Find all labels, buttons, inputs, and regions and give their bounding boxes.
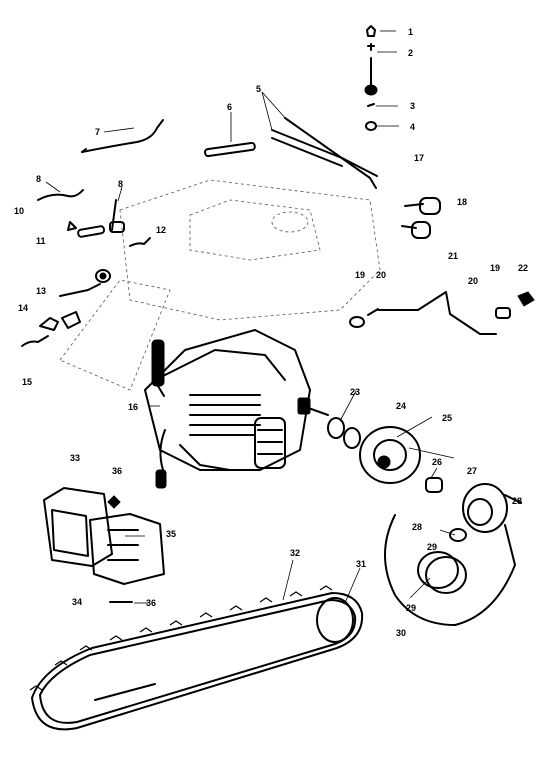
filter-parts (401, 197, 441, 239)
crankcase-outline (59, 179, 381, 391)
callout-35: 35 (166, 529, 176, 539)
callout-labels: 1 2 3 4 5 6 7 8 8 9 10 11 12 13 14 15 16… (14, 27, 528, 638)
muffler-group (43, 487, 165, 603)
callout-29a: 29 (427, 542, 437, 552)
callout-7: 7 (95, 127, 100, 137)
callout-26: 26 (432, 457, 442, 467)
callout-leaders (45, 30, 456, 604)
callout-8b: 8 (118, 179, 123, 189)
callout-20b: 20 (468, 276, 478, 286)
callout-36a: 36 (112, 466, 122, 476)
callout-24: 24 (396, 401, 406, 411)
callout-11: 11 (36, 236, 46, 246)
engine-block (144, 329, 329, 489)
callout-19a: 19 (355, 270, 365, 280)
callout-16: 16 (128, 402, 138, 412)
callout-8a: 8 (36, 174, 41, 184)
callout-3: 3 (410, 101, 415, 111)
callout-2: 2 (408, 48, 413, 58)
callout-27: 27 (467, 466, 477, 476)
callout-6: 6 (227, 102, 232, 112)
callout-17: 17 (414, 153, 424, 163)
callout-18: 18 (457, 197, 467, 207)
callout-22: 22 (518, 263, 528, 273)
callout-15: 15 (22, 377, 32, 387)
callout-34: 34 (72, 597, 82, 607)
callout-14: 14 (18, 303, 28, 313)
callout-32: 32 (290, 548, 300, 558)
callout-30: 30 (396, 628, 406, 638)
callout-12: 12 (156, 225, 166, 235)
callout-21: 21 (448, 251, 458, 261)
callout-28a: 28 (512, 496, 522, 506)
callout-13: 13 (36, 286, 46, 296)
callout-33: 33 (70, 453, 80, 463)
callout-25: 25 (442, 413, 452, 423)
guide-bar-and-chain (29, 585, 364, 731)
callout-29b: 29 (406, 603, 416, 613)
callout-23: 23 (350, 387, 360, 397)
clutch-group (327, 417, 522, 626)
callout-19b: 19 (490, 263, 500, 273)
callout-4: 4 (410, 122, 415, 132)
callout-28b: 28 (412, 522, 422, 532)
callout-36b: 36 (146, 598, 156, 608)
fastener-stack (364, 25, 378, 131)
callout-20a: 20 (376, 270, 386, 280)
callout-10: 10 (14, 206, 24, 216)
callout-1: 1 (408, 27, 413, 37)
callout-31: 31 (356, 559, 366, 569)
throttle-small-parts (21, 189, 151, 347)
linkage-rods (81, 117, 378, 189)
callout-5: 5 (256, 84, 261, 94)
fuel-line-group (349, 291, 535, 335)
